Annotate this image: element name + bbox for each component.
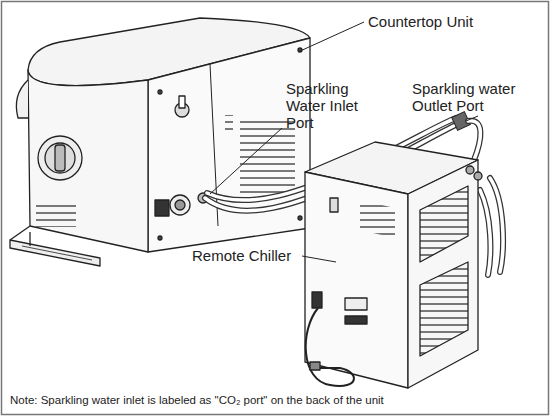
remote-chiller: [305, 142, 482, 388]
part-label: Sparkling water Outlet Port: [412, 80, 540, 114]
part-label: Remote Chiller: [192, 247, 291, 264]
part-label: Countertop Unit: [368, 13, 473, 30]
part-label: Sparkling Water Inlet Port: [286, 80, 378, 131]
countertop-unit: [10, 18, 310, 266]
leader-lines: [210, 22, 478, 262]
note-text: Note: Sparkling water inlet is labeled a…: [10, 393, 384, 407]
